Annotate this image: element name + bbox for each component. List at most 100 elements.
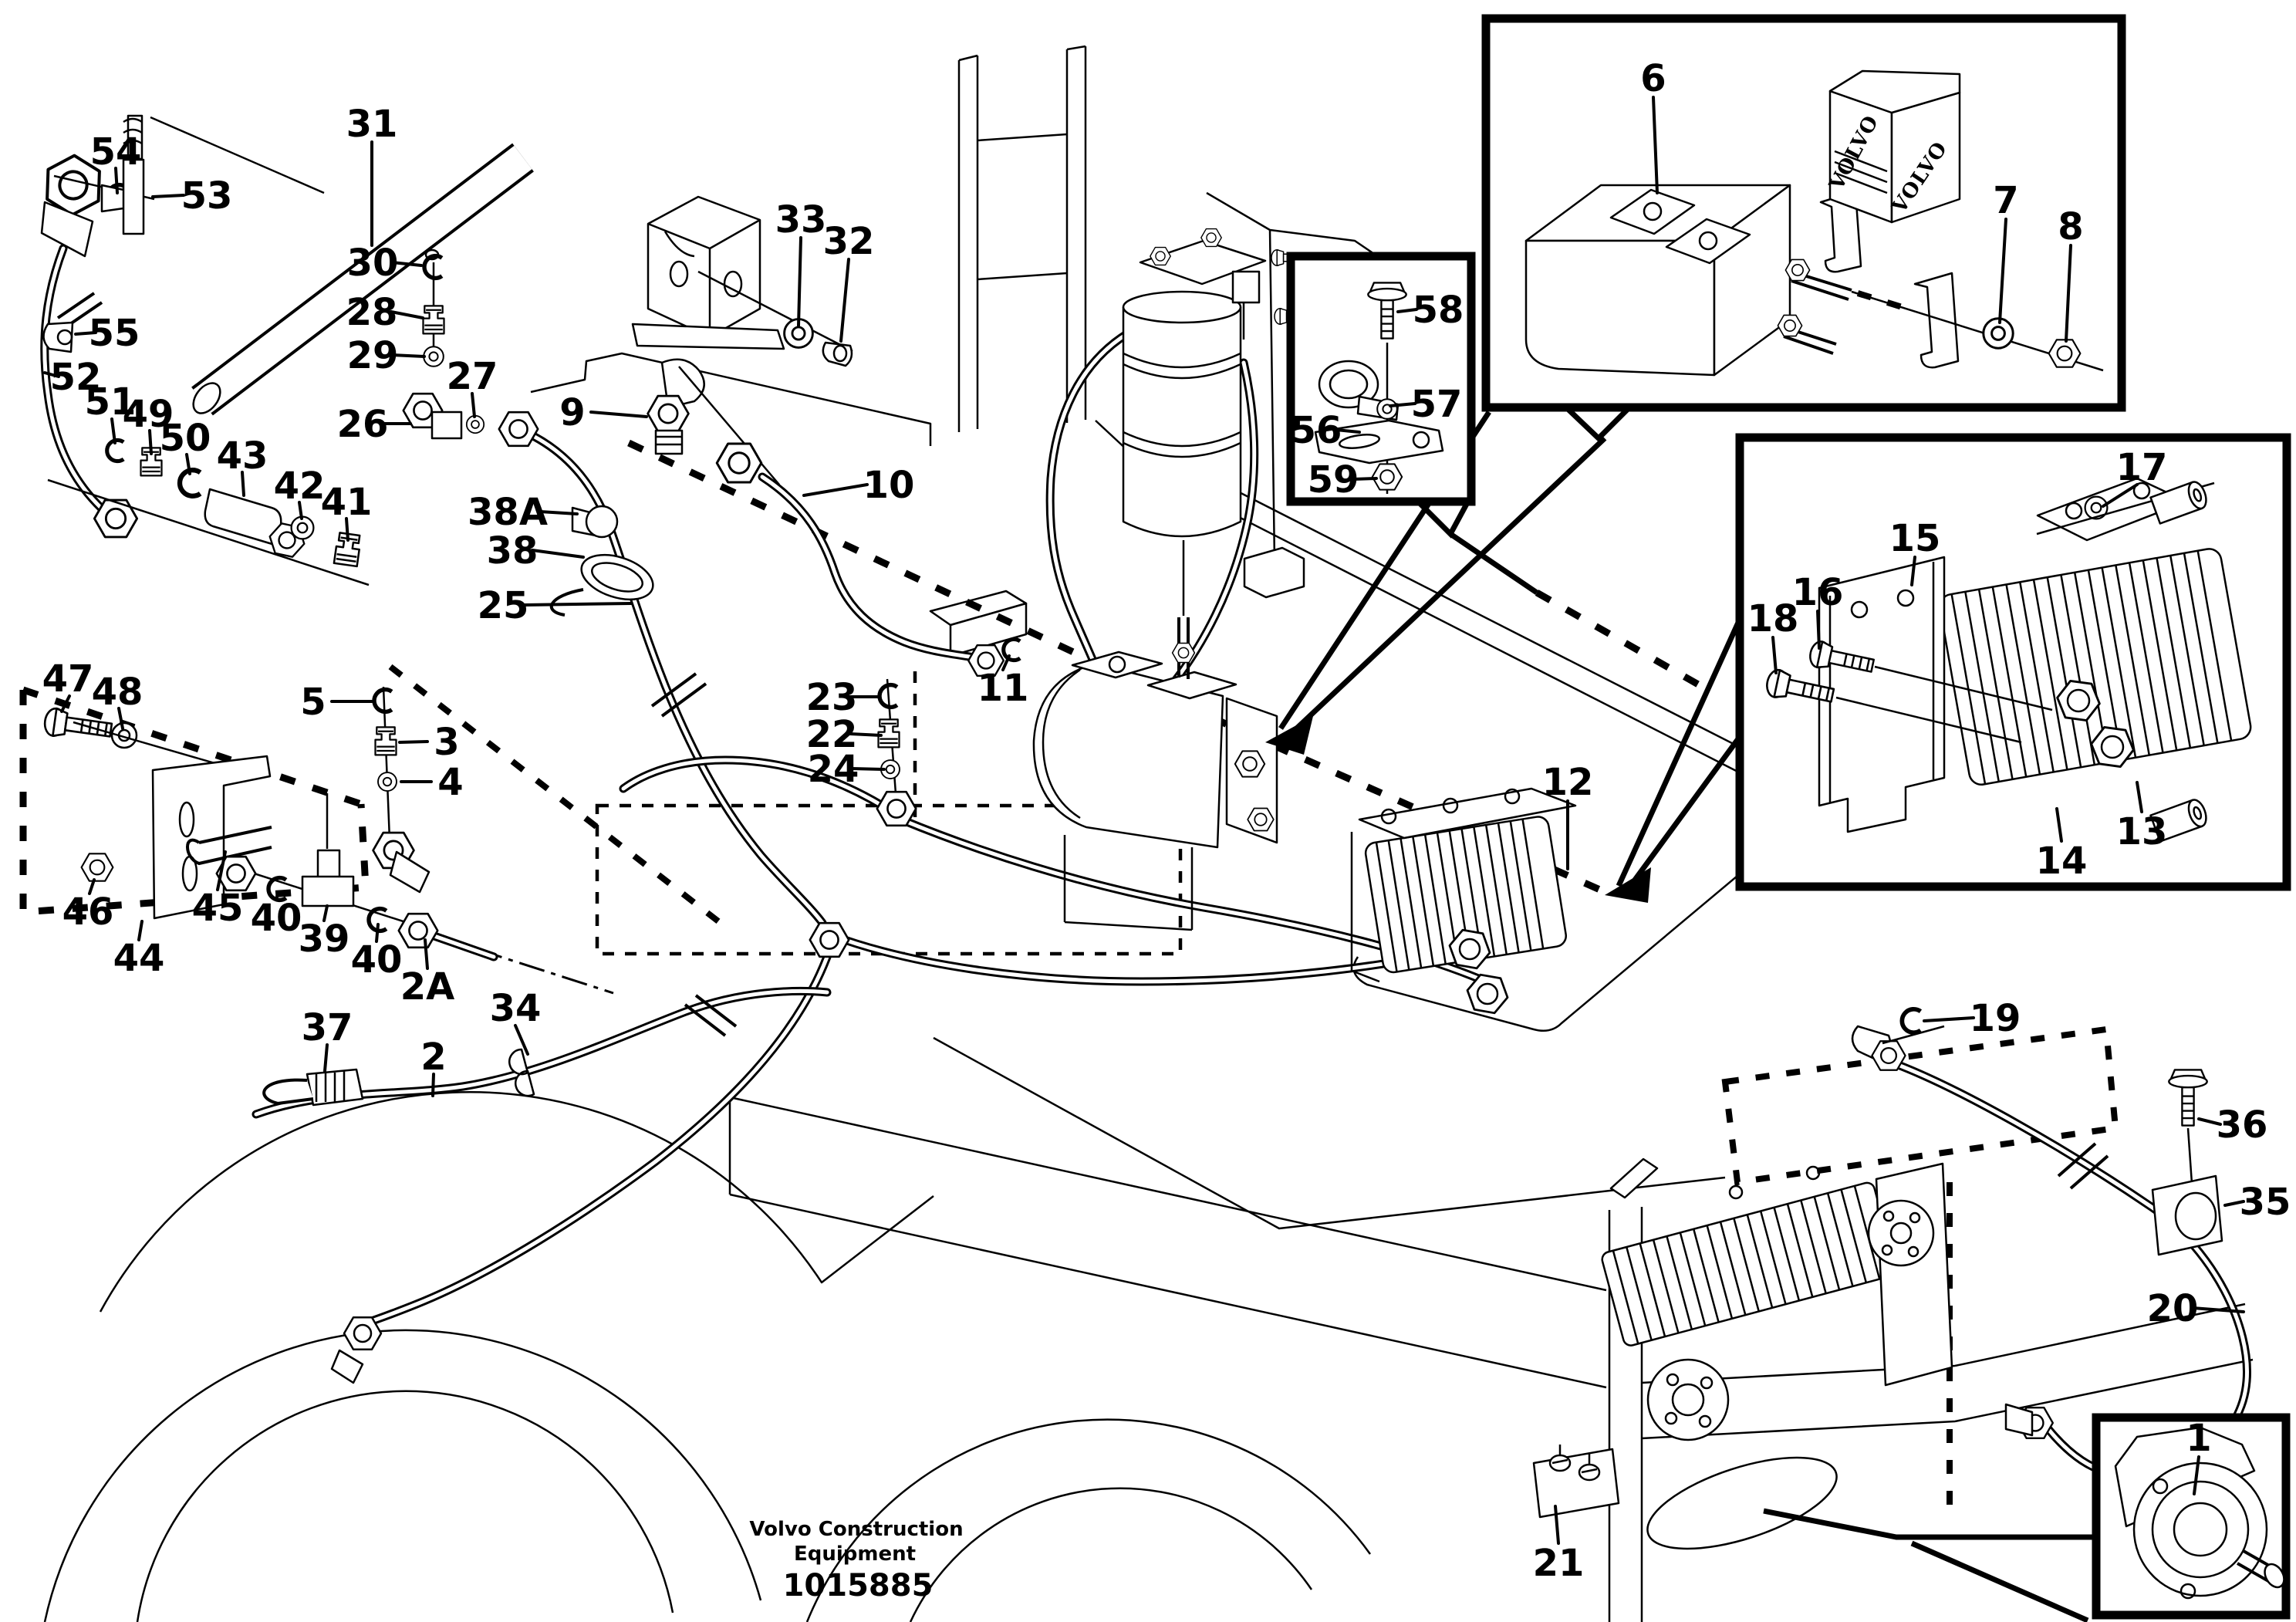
callout-leader-21 [1554,1505,1560,1545]
callout-leader-40 [275,892,279,901]
machine-outline [43,45,2254,1622]
callout-23: 23 [806,676,858,719]
callout-leader-2A [424,938,429,970]
callout-3: 3 [434,721,459,764]
callout-leader-53 [151,194,185,198]
callout-52: 52 [50,356,102,399]
callout-leader-55 [74,331,97,336]
callout-18: 18 [1747,597,1799,640]
callout-32: 32 [823,220,875,263]
callout-leader-57 [1389,402,1416,407]
callout-33: 33 [775,198,827,242]
callout-leader-1 [2193,1455,2200,1495]
callout-49: 49 [123,393,174,436]
callout-leader-41 [345,517,349,542]
callout-leader-52 [43,371,60,378]
callout-leader-42 [298,501,303,520]
callout-leader-22 [849,732,883,737]
bottom-cooler-assembly [1601,1157,1953,1441]
fittings [35,114,2223,1519]
callout-58: 58 [1413,289,1464,332]
steel-tube-31 [150,116,534,416]
footer-company-line2: Equipment [794,1543,916,1566]
callout-leader-33 [797,236,802,327]
callout-leader-35 [2223,1200,2245,1207]
inset-box-pump [1763,1413,2291,1622]
callout-leader-50 [185,453,191,475]
callout-48: 48 [92,671,144,714]
callout-14: 14 [2036,840,2088,883]
callout-2A: 2A [400,965,455,1009]
callout-leader-8 [2065,244,2072,343]
callout-leader-7 [1998,218,2007,324]
callout-leader-30 [390,261,423,267]
callout-50: 50 [160,417,211,460]
callout-9: 9 [559,391,585,434]
callout-28: 28 [346,291,398,334]
inset-box-clamp-kit [1286,252,1707,691]
footer-company-line1: Volvo Construction [749,1518,963,1541]
callout-leader-51 [110,417,116,444]
callout-12: 12 [1542,761,1594,804]
callout-17: 17 [2116,446,2168,489]
callout-27: 27 [447,355,498,398]
valve-block [1032,540,1278,931]
callout-36: 36 [2217,1103,2268,1147]
callout-leader-29 [390,353,426,358]
callout-leader-39 [322,904,329,922]
callout-59: 59 [1308,458,1359,502]
callout-leader-9 [589,411,648,418]
callout-39: 39 [299,917,350,961]
callout-34: 34 [490,987,542,1030]
callout-25: 25 [478,584,529,627]
callout-leader-27 [471,392,476,418]
callout-56: 56 [1291,409,1342,452]
callout-45: 45 [192,887,244,930]
callout-40: 40 [251,897,302,940]
callout-leader-14 [2055,807,2063,843]
callout-5: 5 [300,681,326,724]
callout-29: 29 [347,334,399,377]
callout-leader-38 [531,549,585,559]
footer: Volvo Construction Equipment 1015885 [749,1518,963,1603]
callout-51: 51 [85,380,137,424]
callout-leader-54 [114,167,119,194]
callout-19: 19 [1970,997,2021,1040]
callout-11: 11 [977,667,1029,710]
callout-38: 38 [487,529,539,573]
callout-43: 43 [217,434,268,478]
callout-leader-20 [2191,1306,2245,1313]
callout-leader-45 [216,850,227,891]
callout-leader-37 [323,1043,329,1073]
callout-leader-59 [1352,477,1378,481]
callout-8: 8 [2058,205,2083,248]
callout-47: 47 [42,657,94,701]
callout-leader-38A [539,510,579,515]
callout-leader-32 [839,258,850,343]
callout-20: 20 [2147,1287,2199,1330]
callout-leader-15 [1910,556,1916,586]
callout-53: 53 [181,174,233,218]
callout-22: 22 [806,713,858,756]
callout-24: 24 [808,748,859,791]
callout-leader-19 [1923,1016,1975,1022]
callout-7: 7 [1993,179,2018,222]
callout-leader-44 [137,920,144,941]
callout-leader-10 [802,483,869,497]
callout-38A: 38A [468,491,548,534]
callout-leader-18 [1771,636,1778,674]
callout-44: 44 [113,937,165,980]
callout-leader-36 [2197,1117,2222,1126]
callout-leader-56 [1335,428,1361,434]
callout-31: 31 [346,103,398,146]
callout-35: 35 [2240,1181,2291,1224]
callout-37: 37 [302,1006,353,1049]
callout-leader-48 [117,707,124,730]
callout-leader-58 [1396,308,1418,313]
callout-leader-47 [60,694,71,713]
callout-40: 40 [351,938,403,982]
receiver-drier [1122,228,1313,538]
callout-leader-11 [1001,654,1011,671]
